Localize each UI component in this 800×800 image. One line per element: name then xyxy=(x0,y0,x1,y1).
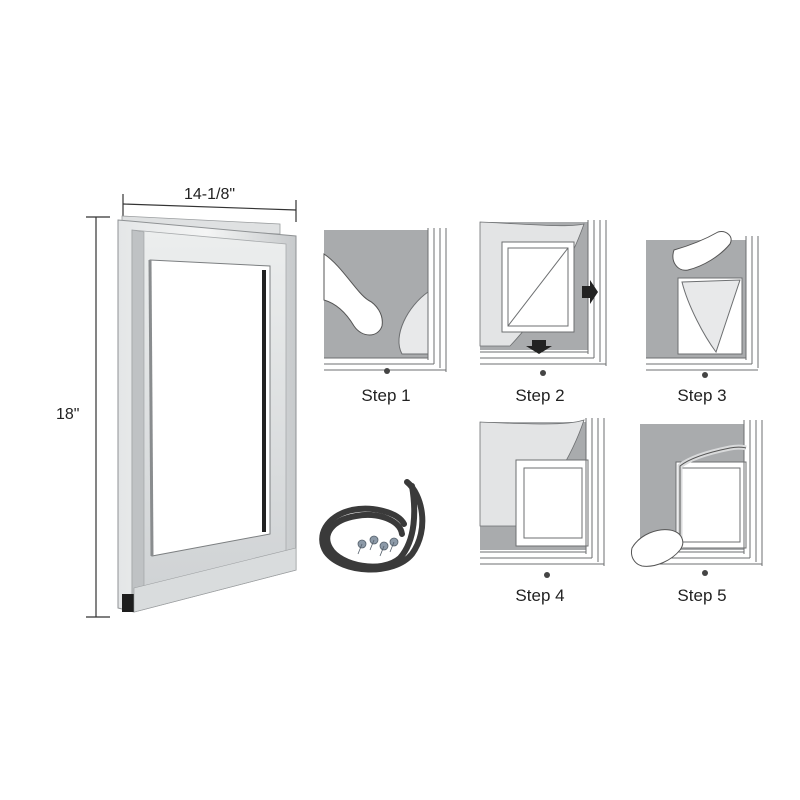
step-3-illustration xyxy=(644,226,766,378)
step-4-label: Step 4 xyxy=(515,586,565,605)
step-4-drawing xyxy=(479,418,605,566)
step-2-illustration xyxy=(476,218,614,378)
screws-icon xyxy=(357,535,399,557)
window-frame xyxy=(110,210,310,620)
step-5-indicator xyxy=(702,570,708,576)
arrow-right-icon xyxy=(582,280,598,304)
gasket-and-hardware xyxy=(312,474,442,582)
step-1-illustration xyxy=(322,226,450,376)
width-dimension-line xyxy=(122,194,297,222)
step-3-indicator xyxy=(702,372,708,378)
step-2-indicator xyxy=(540,370,546,376)
height-dimension-line xyxy=(86,216,110,618)
step-1-indicator xyxy=(384,368,390,374)
gasket-coil-drawing xyxy=(319,479,426,573)
step-1-drawing xyxy=(323,228,447,372)
width-dimension xyxy=(120,186,300,226)
width-label: 14-1/8" xyxy=(184,186,236,203)
window-frame-drawing xyxy=(117,215,297,613)
height-label: 18" xyxy=(56,406,80,423)
step-5-drawing xyxy=(631,420,763,567)
step-4-indicator xyxy=(544,572,550,578)
step-5-label: Step 5 xyxy=(677,586,727,605)
step-4-illustration xyxy=(476,416,614,580)
step-3-drawing xyxy=(646,231,759,371)
step-5-illustration xyxy=(630,418,770,580)
step-1-label: Step 1 xyxy=(361,386,411,405)
height-dimension xyxy=(84,214,114,620)
step-2-label: Step 2 xyxy=(515,386,565,405)
step-3-label: Step 3 xyxy=(677,386,727,405)
arrow-down-icon xyxy=(526,340,552,354)
step-2-drawing xyxy=(479,220,607,366)
